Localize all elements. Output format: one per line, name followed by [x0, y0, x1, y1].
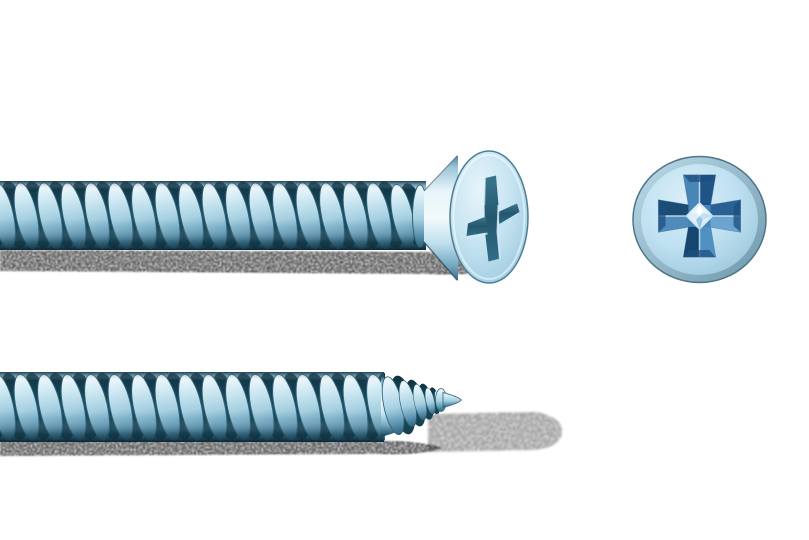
shadow-tip-gray	[428, 412, 562, 452]
head-cone	[423, 155, 458, 281]
screw-head-front-view: Screw head front view	[632, 155, 767, 284]
screw-tip-view: Screw tip view	[0, 371, 463, 443]
tip-point	[377, 372, 463, 437]
shadow-screw-tip	[0, 440, 442, 456]
threaded-shank	[0, 180, 426, 251]
phillips-recess-front	[658, 174, 741, 258]
screw-side-view: Screw side view	[0, 150, 529, 284]
phillips-recess-side	[466, 175, 520, 262]
threaded-shank-tip	[0, 371, 385, 443]
shadow-screw-side	[0, 250, 494, 275]
